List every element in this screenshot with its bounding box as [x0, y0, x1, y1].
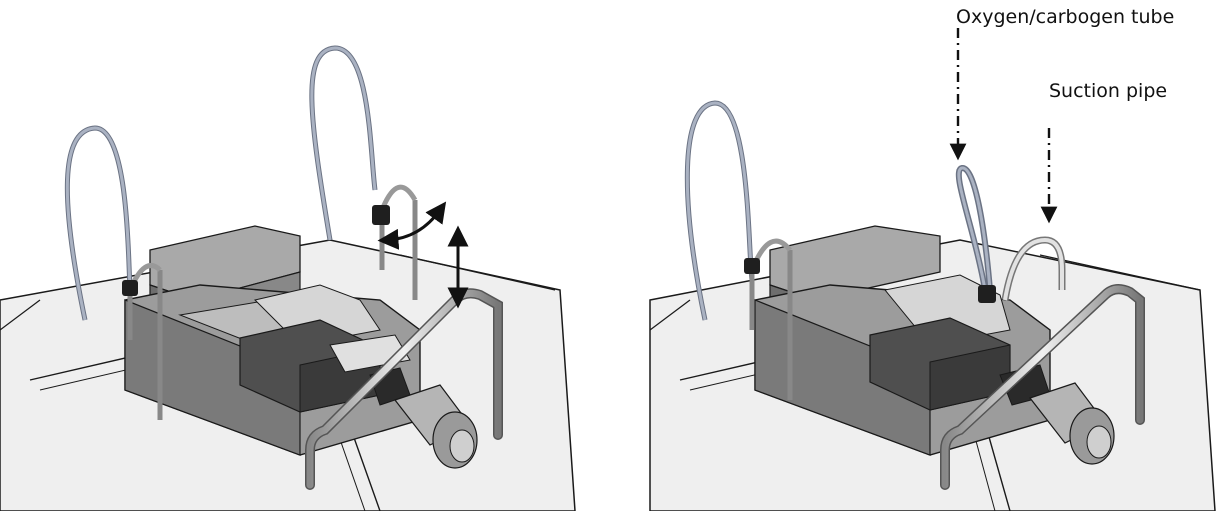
slider-carriage-2: [869, 317, 1051, 411]
tube-left-2: [684, 100, 793, 400]
left-panel: [0, 45, 576, 511]
slider-carriage: [239, 319, 411, 413]
suction-pipe: [1001, 236, 1066, 301]
right-panel: [649, 28, 1216, 511]
oxygen-tube-label: Oxygen/carbogen tube: [956, 6, 1175, 28]
micrometer-2: [1029, 382, 1115, 465]
rotate-arrow: [377, 201, 447, 250]
micrometer: [394, 384, 478, 469]
tube-left: [64, 125, 163, 420]
oxygen-tube: [955, 165, 996, 303]
handle-frame-2: [940, 284, 1145, 490]
suction-pipe-label: Suction pipe: [1049, 80, 1168, 102]
